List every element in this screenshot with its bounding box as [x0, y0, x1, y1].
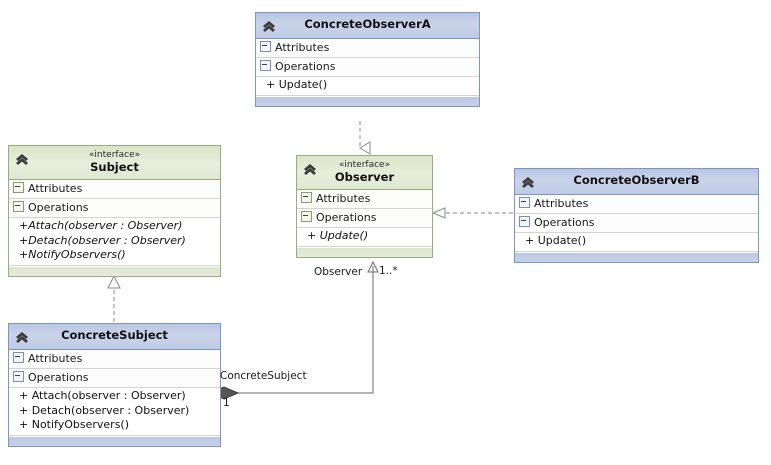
operations-list-subject: +Attach(observer : Observer) +Detach(obs…	[9, 218, 220, 266]
section-label-attributes: Attributes	[28, 352, 83, 365]
operation-item: + Detach(observer : Observer)	[19, 403, 190, 417]
collapse-icon[interactable]	[519, 197, 530, 208]
collapse-icon[interactable]	[13, 201, 24, 212]
edge-concretesubject-realizes-subject	[107, 274, 121, 322]
edge-concreteobserverb-realizes-observer	[431, 207, 513, 219]
edge-label-observer-multiplicity: 1..*	[379, 265, 398, 277]
section-label-attributes: Attributes	[275, 41, 330, 54]
class-name-concreteobservera: ConcreteObserverA	[304, 17, 431, 31]
interface-chevron-icon	[16, 154, 28, 165]
collapse-icon[interactable]	[13, 371, 24, 382]
class-name-concretesubject: ConcreteSubject	[61, 328, 168, 342]
class-footer	[9, 265, 220, 276]
collapse-icon[interactable]	[260, 60, 271, 71]
class-box-subject[interactable]: «interface» Subject Attributes Operation…	[8, 145, 221, 277]
operation-item: + NotifyObservers()	[19, 418, 130, 431]
class-header-concretesubject: ConcreteSubject	[9, 324, 220, 350]
stereotype-observer: «interface»	[338, 160, 391, 170]
section-attributes-concreteobserverb[interactable]: Attributes	[515, 195, 758, 214]
edge-label-concretesubject-role: ConcreteSubject	[220, 370, 307, 382]
class-name-observer: Observer	[334, 170, 395, 184]
class-box-observer[interactable]: «interface» Observer Attributes Operatio…	[296, 155, 433, 258]
class-box-concretesubject[interactable]: ConcreteSubject Attributes Operations + …	[8, 323, 221, 447]
operations-list-observer: + Update()	[297, 228, 432, 247]
class-chevron-icon	[16, 332, 28, 343]
collapse-icon[interactable]	[260, 41, 271, 52]
class-footer	[515, 251, 758, 262]
class-box-concreteobserverb[interactable]: ConcreteObserverB Attributes Operations …	[514, 168, 759, 263]
edge-label-observer-role: Observer	[314, 266, 363, 278]
operation-item: + Update()	[266, 78, 328, 91]
section-label-operations: Operations	[275, 60, 336, 73]
stereotype-subject: «interface»	[88, 150, 141, 160]
interface-chevron-icon	[304, 164, 316, 175]
operation-item: +Detach(observer : Observer)	[19, 233, 186, 247]
operations-list-concreteobserverb: + Update()	[515, 233, 758, 252]
class-footer	[297, 246, 432, 257]
class-footer	[256, 95, 479, 106]
section-label-attributes: Attributes	[28, 182, 83, 195]
section-attributes-concretesubject[interactable]: Attributes	[9, 350, 220, 369]
class-chevron-icon	[522, 177, 534, 188]
section-attributes-subject[interactable]: Attributes	[9, 180, 220, 199]
class-header-observer: «interface» Observer	[297, 156, 432, 190]
section-attributes-concreteobservera[interactable]: Attributes	[256, 39, 479, 58]
operation-item: + Update()	[307, 229, 369, 242]
section-label-operations: Operations	[28, 371, 89, 384]
section-operations-observer[interactable]: Operations	[297, 209, 432, 228]
section-operations-concretesubject[interactable]: Operations	[9, 369, 220, 388]
section-operations-concreteobservera[interactable]: Operations	[256, 58, 479, 77]
section-operations-concreteobserverb[interactable]: Operations	[515, 214, 758, 233]
class-chevron-icon	[263, 21, 275, 32]
class-box-concreteobservera[interactable]: ConcreteObserverA Attributes Operations …	[255, 12, 480, 107]
class-header-concreteobserverb: ConcreteObserverB	[515, 169, 758, 195]
operation-item: + Attach(observer : Observer)	[19, 389, 186, 402]
collapse-icon[interactable]	[13, 352, 24, 363]
section-label-attributes: Attributes	[316, 192, 371, 205]
operation-item: +NotifyObservers()	[19, 248, 126, 261]
operation-item: +Attach(observer : Observer)	[19, 219, 183, 232]
class-header-subject: «interface» Subject	[9, 146, 220, 180]
collapse-icon[interactable]	[301, 211, 312, 222]
class-header-concreteobservera: ConcreteObserverA	[256, 13, 479, 39]
section-label-operations: Operations	[316, 211, 377, 224]
collapse-icon[interactable]	[13, 182, 24, 193]
collapse-icon[interactable]	[301, 192, 312, 203]
collapse-icon[interactable]	[519, 216, 530, 227]
section-operations-subject[interactable]: Operations	[9, 199, 220, 218]
operations-list-concretesubject: + Attach(observer : Observer) + Detach(o…	[9, 388, 220, 436]
section-attributes-observer[interactable]: Attributes	[297, 190, 432, 209]
operations-list-concreteobservera: + Update()	[256, 77, 479, 96]
edge-label-concretesubject-multiplicity: 1	[223, 397, 230, 409]
section-label-operations: Operations	[28, 201, 89, 214]
class-footer	[9, 435, 220, 446]
class-name-subject: Subject	[90, 160, 139, 174]
section-label-operations: Operations	[534, 216, 595, 229]
section-label-attributes: Attributes	[534, 197, 589, 210]
class-name-concreteobserverb: ConcreteObserverB	[573, 173, 700, 187]
operation-item: + Update()	[525, 234, 587, 247]
